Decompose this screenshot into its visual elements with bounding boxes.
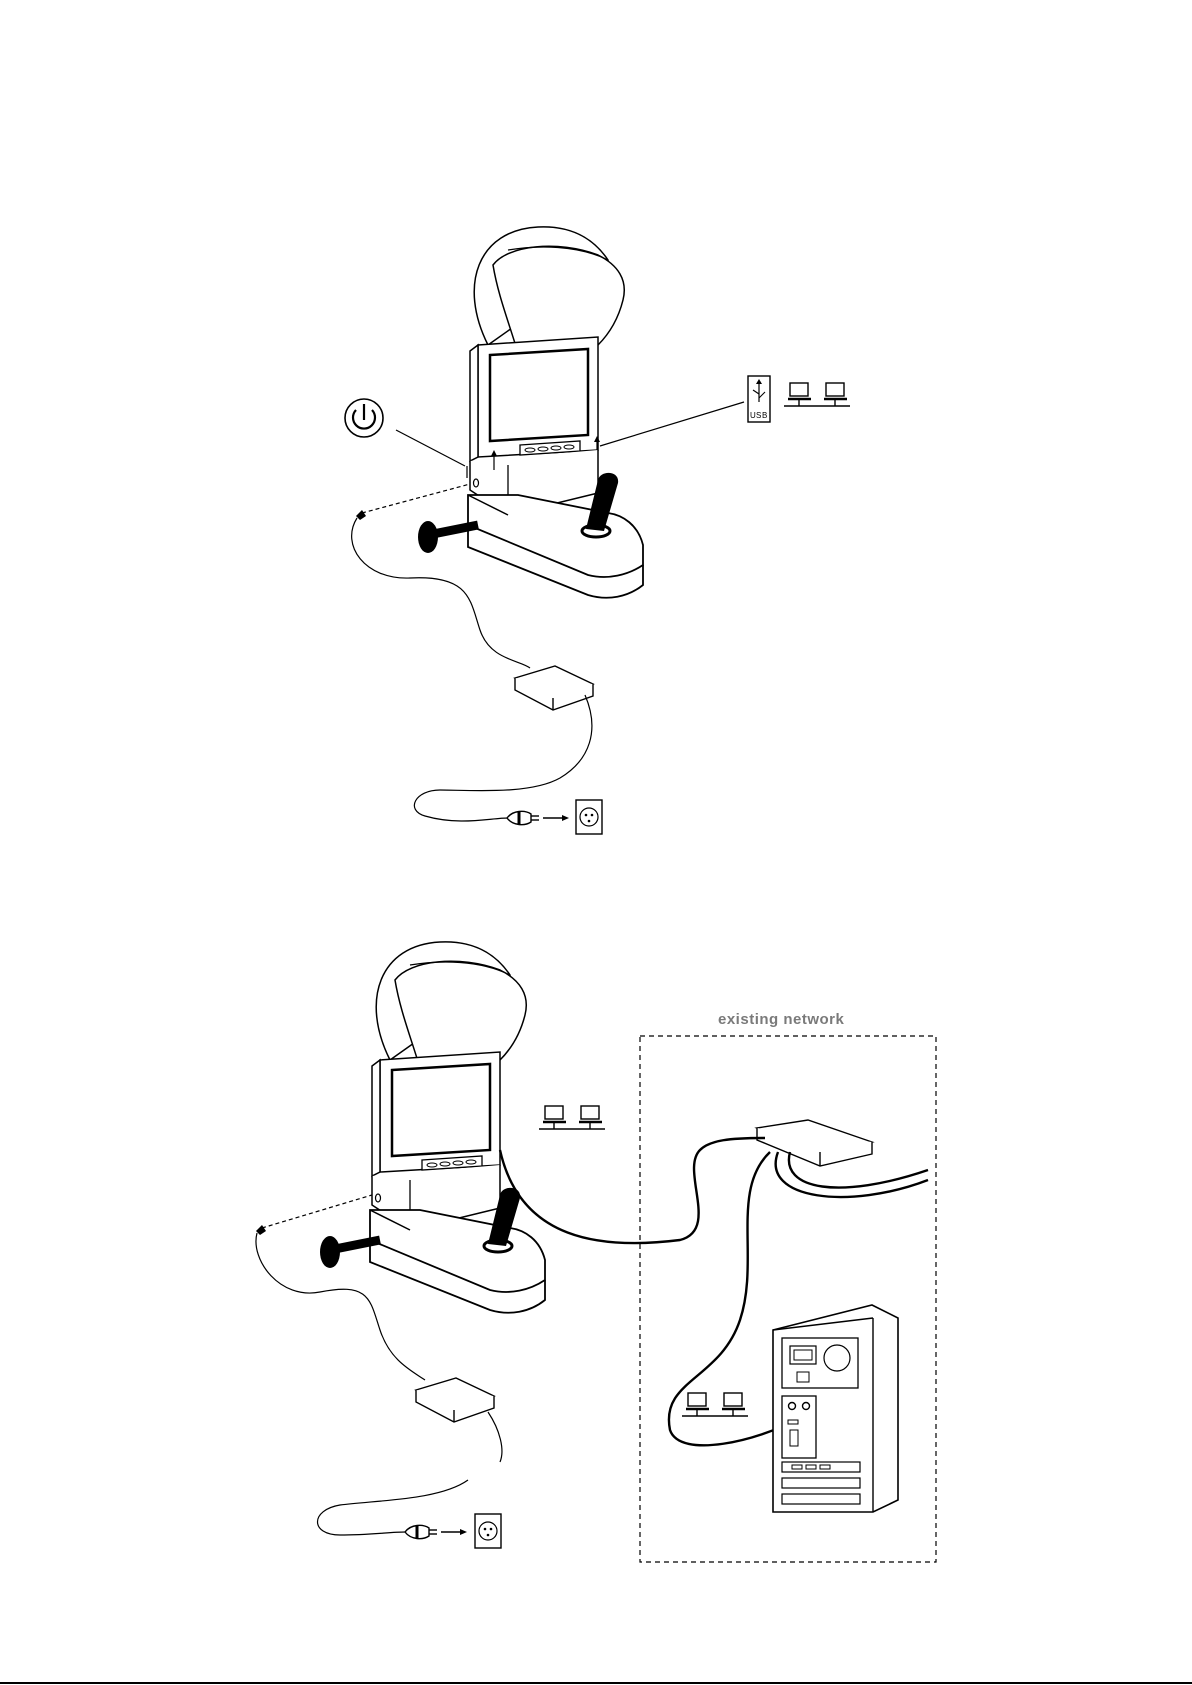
usb-pointer-line <box>600 402 744 446</box>
power-connector-dashed <box>362 484 470 513</box>
mains-cable <box>414 695 592 821</box>
instrument-device-networked <box>320 942 545 1313</box>
network-cable-device <box>500 1138 765 1243</box>
existing-network-label: existing network <box>718 1011 845 1028</box>
network-icon <box>682 1393 748 1416</box>
power-supply <box>416 1378 494 1422</box>
power-connector-dashed <box>262 1195 372 1228</box>
mains-cable-lower <box>318 1480 469 1535</box>
network-icon <box>784 383 850 406</box>
dc-plug <box>256 1225 266 1235</box>
power-cable <box>256 1233 425 1380</box>
outlet-icon <box>475 1514 501 1548</box>
usb-icon: U S B <box>748 376 770 422</box>
instrument-device <box>418 227 643 598</box>
plug-icon <box>507 811 539 824</box>
power-pointer-line <box>396 430 465 466</box>
network-hub-icon <box>757 1120 872 1166</box>
dc-plug <box>356 510 366 520</box>
computer-tower-icon <box>773 1305 898 1512</box>
bottom-figure: existing network <box>256 942 936 1562</box>
usb-letter-s: S <box>756 411 761 420</box>
mains-cable-upper <box>488 1412 502 1462</box>
plug-icon <box>405 1525 437 1538</box>
network-icon <box>539 1106 605 1129</box>
page-bottom-rule <box>0 1682 1192 1684</box>
usb-letter-b: B <box>762 411 767 420</box>
outlet-icon <box>576 800 602 834</box>
top-figure: U S B <box>345 227 850 834</box>
power-supply <box>515 666 593 710</box>
power-icon <box>345 399 383 437</box>
